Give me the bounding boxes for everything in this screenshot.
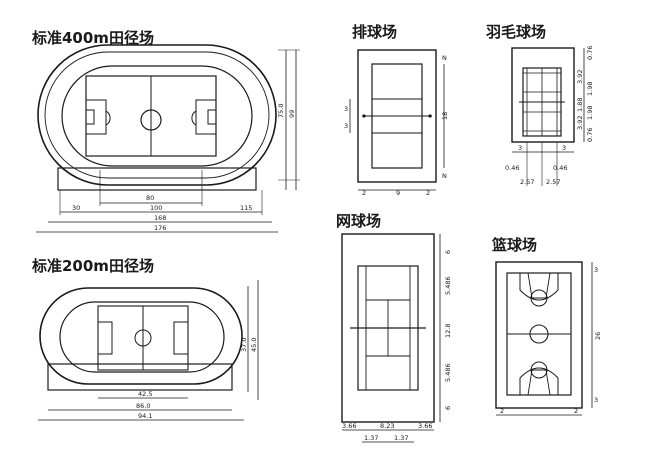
dim-track200-37: 37.0: [240, 338, 248, 352]
tennis-title: 网球场: [336, 212, 381, 230]
dim-badminton-392a: 3.92: [576, 70, 584, 84]
dim-track400-176: 176: [154, 224, 166, 232]
basketball-outer-zone: [495, 261, 583, 409]
dim-track400-80: 80: [146, 194, 154, 202]
track-400m-drawing: 标准400m田径场 75.0 99 80 30 100 115 168 176: [31, 29, 300, 233]
dim-tennis-6b: 6: [444, 406, 452, 410]
dim-volleyball-n1: N: [442, 54, 447, 62]
dim-track400-168: 168: [154, 214, 166, 222]
dim-track400-100: 100: [150, 204, 162, 212]
track-200m-inner-lane: [59, 301, 225, 373]
dim-tennis-823: 8.23: [380, 422, 394, 430]
dim-badminton-076a: 0.76: [586, 46, 594, 60]
dim-tennis-366b: 3.66: [418, 422, 432, 430]
badminton-outer-zone: [511, 47, 575, 143]
track-200m-base-strip: [47, 363, 233, 391]
pitch-center-circle: [140, 109, 162, 131]
dim-badminton-3a: 3: [518, 144, 522, 152]
dim-volleyball-n2: N: [442, 172, 447, 180]
dim-volleyball-18: 18: [441, 112, 449, 120]
dim-track200-45: 45.0: [250, 338, 258, 352]
dim-badminton-257b: 2.57: [546, 178, 560, 186]
dim-badminton-046a: 0.46: [505, 164, 519, 172]
volleyball-title: 排球场: [352, 23, 397, 41]
dim-track400-115: 115: [240, 204, 252, 212]
dim-badminton-046b: 0.46: [553, 164, 567, 172]
track-400m-inner-lane: [61, 65, 253, 167]
dim-tennis-6a: 6: [444, 250, 452, 254]
basketball-court-drawing: 篮球场 3 26 3 2 2: [491, 236, 602, 416]
dim-badminton-076b: 0.76: [586, 128, 594, 142]
track-200m-title: 标准200m田径场: [31, 257, 154, 275]
track-200m-drawing: 标准200m田径场 37.0 45.0 42.5 86.0 94.1: [31, 257, 259, 421]
basketball-title: 篮球场: [491, 236, 537, 254]
track-400m-title: 标准400m田径场: [31, 29, 154, 47]
dim-badminton-392b: 3.92: [576, 116, 584, 130]
volleyball-court-drawing: 排球场 3 3 18 N N 2 9 2: [344, 23, 449, 197]
dim-basketball-3a: 3: [594, 266, 598, 274]
dim-tennis-128: 12.8: [444, 324, 452, 338]
dim-track200-94: 94.1: [138, 412, 152, 420]
dim-badminton-188: 1.88: [576, 98, 584, 112]
dim-basketball-2a: 2: [500, 407, 504, 415]
track-200m-outer-lane: [39, 287, 243, 385]
dim-track400-75: 75.0: [277, 104, 285, 118]
dim-tennis-5486a: 5.486: [444, 276, 452, 295]
dim-badminton-198a: 1.98: [586, 82, 594, 96]
dim-track200-425: 42.5: [138, 390, 152, 398]
pitch-right-goal-box: [207, 109, 217, 125]
tennis-outer-zone: [341, 233, 435, 423]
pitch-left-arc: [105, 110, 111, 126]
badminton-court-drawing: 羽毛球场 0.76 3.92 1.98 1.88 1.98 3.92 0.76 …: [486, 23, 594, 186]
pitch-left-goal-box: [85, 109, 95, 125]
dim-basketball-26: 26: [594, 332, 602, 340]
dim-volleyball-9: 9: [396, 189, 400, 197]
dim-volleyball-3b: 3: [344, 122, 348, 130]
dim-volleyball-2a: 2: [362, 189, 366, 197]
dim-badminton-3b: 3: [562, 144, 566, 152]
dim-tennis-137a: 1.37: [364, 434, 378, 442]
pitch-right-arc: [191, 110, 197, 126]
dim-tennis-137b: 1.37: [394, 434, 408, 442]
dim-badminton-257a: 2.57: [520, 178, 534, 186]
track-400m-outer-lane: [37, 44, 277, 186]
badminton-title: 羽毛球场: [486, 23, 546, 41]
dim-track200-86: 86.0: [136, 402, 150, 410]
pitch-right-penalty-box: [195, 99, 217, 135]
dim-track400-30: 30: [72, 204, 80, 212]
dim-volleyball-3a: 3: [344, 105, 348, 113]
pitch-left-penalty-box: [85, 99, 107, 135]
dim-volleyball-2b: 2: [426, 189, 430, 197]
track-400m-base-strip: [57, 167, 257, 191]
dim-tennis-5486b: 5.486: [444, 363, 452, 382]
dim-basketball-2b: 2: [574, 407, 578, 415]
track-400m-lane-line: [44, 51, 270, 179]
dim-basketball-3b: 3: [594, 396, 598, 404]
volleyball-outer-zone: [357, 49, 437, 183]
dim-tennis-366a: 3.66: [342, 422, 356, 430]
dim-badminton-198b: 1.98: [586, 106, 594, 120]
dim-track400-99: 99: [288, 110, 296, 118]
tennis-court-drawing: 网球场 6 5.486 12.8 5.486 6 3.66 8.23 3.66 …: [336, 212, 452, 443]
